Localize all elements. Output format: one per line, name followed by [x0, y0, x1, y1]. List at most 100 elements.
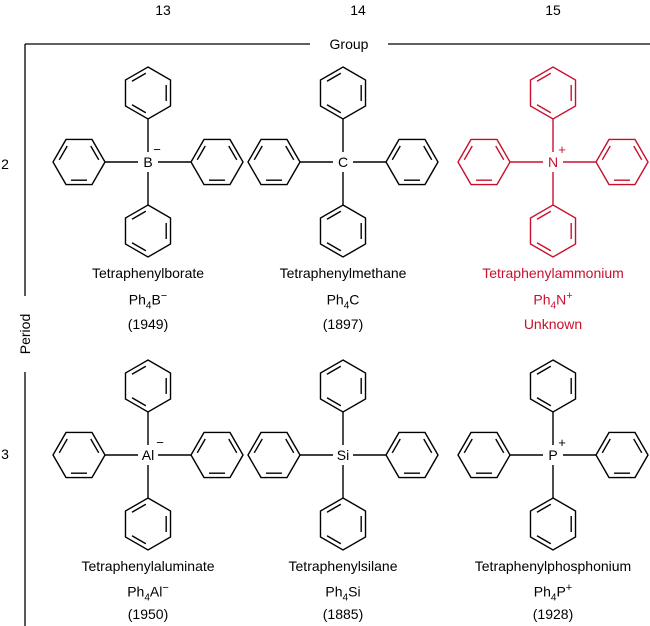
double-bond	[326, 104, 342, 114]
double-bond	[131, 535, 147, 545]
compound-year-tetraphenylmethane: (1897)	[322, 316, 364, 332]
double-bond	[495, 145, 505, 161]
phenyl-ring	[457, 138, 511, 186]
phenyl-ring	[247, 138, 301, 186]
phenyl-ring	[529, 497, 577, 551]
double-bond	[536, 365, 552, 375]
double-bond	[131, 365, 147, 375]
double-bond	[463, 145, 473, 161]
double-bond	[285, 145, 295, 161]
double-bond	[326, 365, 342, 375]
double-bond	[423, 438, 433, 454]
double-bond	[326, 397, 342, 407]
molecule-tetraphenylsilane	[247, 359, 439, 551]
double-bond	[131, 72, 147, 82]
double-bond	[601, 438, 611, 454]
compound-name-tetraphenylaluminate: Tetraphenylaluminate	[81, 558, 215, 574]
center-charge-tetraphenylaluminate: −	[156, 435, 164, 450]
compound-name-tetraphenylborate: Tetraphenylborate	[91, 265, 205, 281]
double-bond	[601, 145, 611, 161]
phenyl-ring	[385, 431, 439, 479]
double-bond	[326, 72, 342, 82]
double-bond	[495, 438, 505, 454]
double-bond	[58, 438, 68, 454]
double-bond	[536, 242, 552, 252]
double-bond	[463, 438, 473, 454]
period-number-3: 3	[1, 446, 9, 462]
double-bond	[131, 210, 147, 220]
phenyl-ring	[529, 359, 577, 413]
double-bond	[253, 438, 263, 454]
double-bond	[196, 438, 206, 454]
double-bond	[536, 72, 552, 82]
center-atom-tetraphenylphosphonium: P	[548, 447, 557, 463]
phenyl-ring	[319, 204, 367, 258]
phenyl-ring	[190, 138, 244, 186]
phenyl-ring	[319, 66, 367, 120]
double-bond	[536, 210, 552, 220]
phenyl-ring	[124, 204, 172, 258]
double-bond	[326, 210, 342, 220]
compound-year-tetraphenylborate: (1949)	[127, 316, 169, 332]
double-bond	[228, 438, 238, 454]
compound-formula-tetraphenylaluminate: Ph4Al−	[127, 582, 169, 604]
double-bond	[196, 145, 206, 161]
compound-year-tetraphenylphosphonium: (1928)	[532, 606, 574, 622]
compound-name-tetraphenylmethane: Tetraphenylmethane	[279, 265, 407, 281]
compound-name-tetraphenylphosphonium: Tetraphenylphosphonium	[474, 558, 632, 574]
double-bond	[536, 397, 552, 407]
double-bond	[90, 145, 100, 161]
double-bond	[633, 145, 643, 161]
phenyl-ring	[457, 431, 511, 479]
center-charge-tetraphenylphosphonium: +	[558, 435, 566, 450]
phenyl-ring	[124, 66, 172, 120]
double-bond	[536, 535, 552, 545]
compound-formula-tetraphenylammonium: Ph4N+	[533, 290, 573, 312]
compound-year-tetraphenylsilane: (1885)	[322, 606, 364, 622]
center-charge-tetraphenylammonium: +	[558, 142, 566, 157]
compound-formula-tetraphenylborate: Ph4B−	[128, 290, 168, 312]
double-bond	[391, 438, 401, 454]
double-bond	[253, 145, 263, 161]
double-bond	[326, 503, 342, 513]
center-charge-tetraphenylborate: −	[153, 142, 161, 157]
molecule-tetraphenylborate	[52, 66, 244, 258]
phenyl-ring	[124, 359, 172, 413]
double-bond	[131, 104, 147, 114]
phenyl-ring	[529, 66, 577, 120]
molecule-tetraphenylaluminate	[52, 359, 244, 551]
double-bond	[391, 145, 401, 161]
phenyl-ring	[247, 431, 301, 479]
compound-name-tetraphenylsilane: Tetraphenylsilane	[288, 558, 398, 574]
center-atom-tetraphenylborate: B	[143, 154, 152, 170]
center-atom-tetraphenylammonium: N	[548, 154, 558, 170]
double-bond	[536, 503, 552, 513]
group-number-15: 15	[545, 2, 561, 18]
group-axis-label: Group	[329, 36, 369, 52]
double-bond	[285, 438, 295, 454]
double-bond	[90, 438, 100, 454]
phenyl-ring	[319, 497, 367, 551]
double-bond	[326, 242, 342, 252]
double-bond	[633, 438, 643, 454]
molecule-tetraphenylammonium	[457, 66, 649, 258]
double-bond	[58, 145, 68, 161]
double-bond	[228, 145, 238, 161]
group-number-13: 13	[155, 2, 171, 18]
double-bond	[536, 104, 552, 114]
compound-name-tetraphenylammonium: Tetraphenylammonium	[482, 265, 624, 281]
center-atom-tetraphenylsilane: Si	[337, 447, 349, 463]
period-number-2: 2	[1, 156, 9, 172]
compound-formula-tetraphenylmethane: Ph4C	[326, 291, 360, 312]
double-bond	[131, 397, 147, 407]
double-bond	[131, 503, 147, 513]
phenyl-ring	[385, 138, 439, 186]
compound-year-tetraphenylammonium: Unknown	[523, 316, 583, 332]
phenyl-ring	[52, 138, 106, 186]
molecule-tetraphenylphosphonium	[457, 359, 649, 551]
phenyl-ring	[124, 497, 172, 551]
phenyl-ring	[529, 204, 577, 258]
phenyl-ring	[595, 138, 649, 186]
